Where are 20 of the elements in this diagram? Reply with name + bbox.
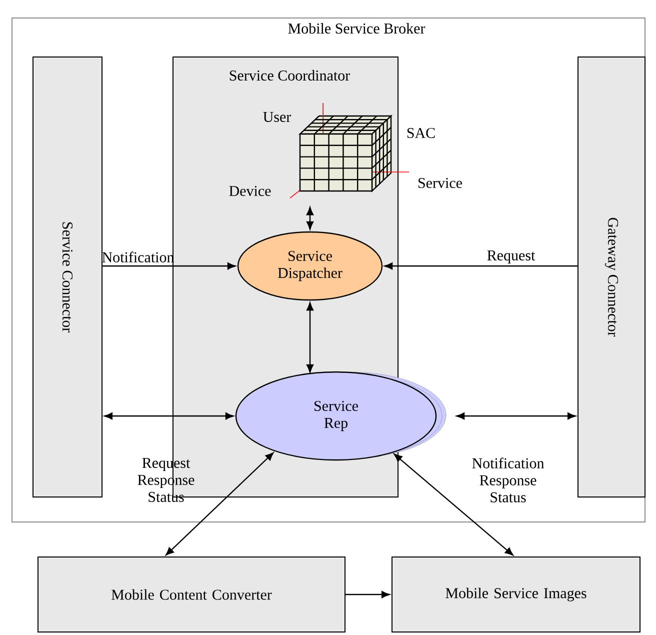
axis-label: Service — [418, 178, 462, 188]
arrow — [384, 262, 578, 270]
process-box: Mobile Service Images — [392, 556, 640, 632]
arrow — [306, 206, 314, 230]
edge-label: Notification Response Status — [472, 458, 544, 502]
arrow — [102, 262, 236, 270]
arrow — [456, 412, 576, 420]
cube-drawing — [290, 102, 410, 198]
arrow — [104, 412, 234, 420]
axis-label: SAC — [407, 128, 435, 138]
arrow — [394, 454, 514, 556]
axis-label: Device — [229, 186, 271, 196]
connector-box: Service Connector — [32, 56, 102, 498]
connector-box: Gateway Connector — [578, 56, 646, 498]
axis-label: User — [263, 112, 292, 122]
arrow — [346, 590, 390, 598]
arrow — [306, 302, 314, 373]
edge-label: Request — [487, 250, 536, 264]
process-box: Mobile Content Converter — [38, 556, 346, 632]
arrow — [166, 452, 274, 556]
